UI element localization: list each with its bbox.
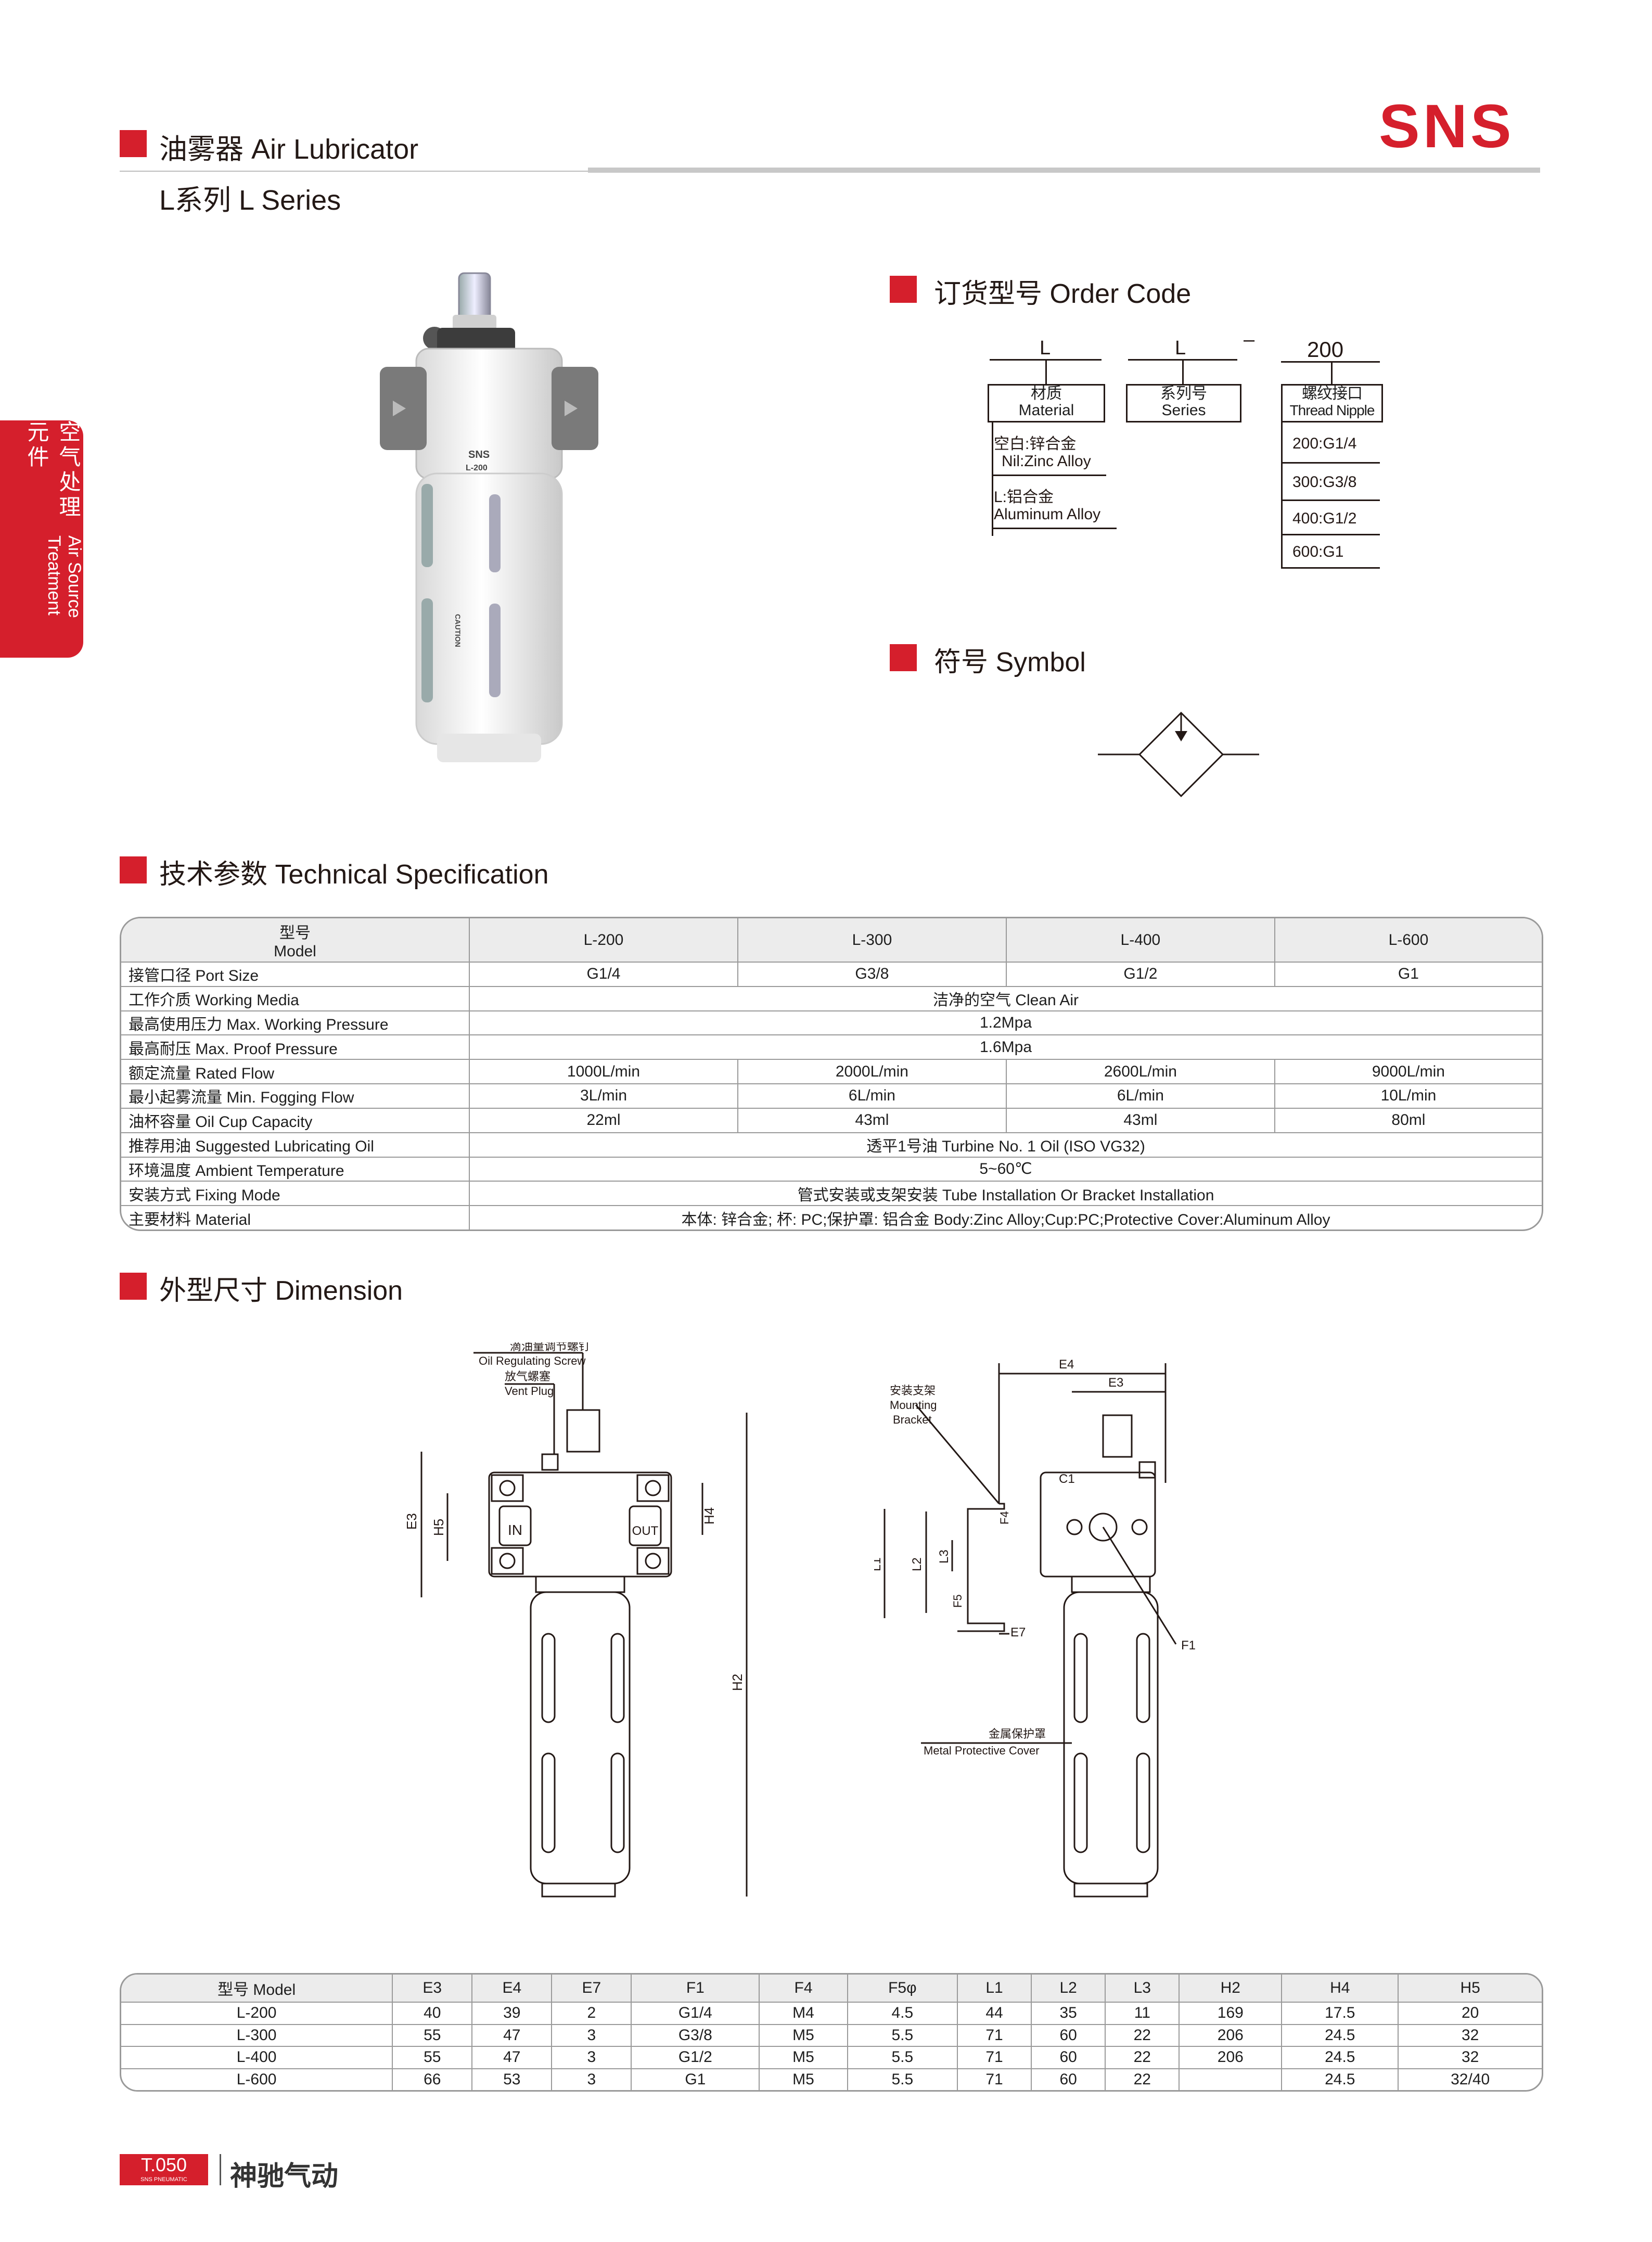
callout-bracket-cn: 安装支架	[890, 1384, 936, 1397]
dim-label-f5: F5	[951, 1594, 964, 1608]
table-row: 主要材料 Material 本体: 锌合金; 杯: PC;保护罩: 铝合金 Bo…	[121, 1205, 1542, 1229]
table-row: 安装方式 Fixing Mode 管式安装或支架安装 Tube Installa…	[121, 1181, 1542, 1207]
code-part-material: L	[1040, 337, 1051, 359]
table-row: 额定流量 Rated Flow 1000L/min 2000L/min 2600…	[121, 1059, 1542, 1085]
callout-oil-screw-cn: 滴油量调节螺钉	[510, 1342, 590, 1353]
material-opt-1-cn: 空白:锌合金	[994, 435, 1077, 453]
table-row: 油杯容量 Oil Cup Capacity 22ml 43ml 43ml 80m…	[121, 1107, 1542, 1133]
dim-label-e7: E7	[1010, 1625, 1026, 1639]
dimension-table: 型号 Model E3 E4 E7 F1 F4 F5φ L1 L2 L3 H2 …	[121, 1975, 1542, 2090]
side-tab-en: Air Source Treatment	[44, 535, 84, 618]
order-code-marker	[890, 276, 917, 303]
order-code-heading: 订货型号 Order Code	[934, 279, 1192, 309]
spec-model-col: L-400	[1005, 918, 1275, 963]
out-label: OUT	[632, 1524, 659, 1538]
dim-label-l1: L1	[874, 1557, 883, 1571]
side-tab-cn: 空气处理元件	[24, 420, 81, 520]
callout-cover-cn: 金属保护罩	[989, 1727, 1046, 1740]
callout-vent-cn: 放气螺塞	[505, 1370, 550, 1383]
table-row: 最小起雾流量 Min. Fogging Flow 3L/min 6L/min 6…	[121, 1083, 1542, 1109]
dim-label-f4: F4	[998, 1511, 1011, 1524]
callout-bracket-en2: Bracket	[893, 1413, 932, 1426]
dim-label-e4: E4	[1059, 1357, 1074, 1372]
spec-marker	[120, 856, 147, 883]
thread-opt-300: 300:G3/8	[1292, 473, 1357, 491]
spec-model-col: L-300	[737, 918, 1007, 963]
dimension-heading: 外型尺寸 Dimension	[159, 1276, 403, 1306]
spec-model-col: L-200	[469, 918, 738, 963]
dim-label-c1: C1	[1059, 1472, 1075, 1486]
lubricator-symbol-icon	[1098, 711, 1259, 798]
header-rule-thick	[588, 168, 1540, 173]
material-opt-2-en: Aluminum Alloy	[994, 506, 1101, 523]
callout-vent-en: Vent Plug	[505, 1385, 554, 1398]
code-line-3	[1281, 361, 1380, 363]
dim-label-h5: H5	[431, 1519, 446, 1536]
material-opt-1-en: Nil:Zinc Alloy	[1002, 453, 1091, 470]
page-subtitle: L系列 L Series	[159, 185, 341, 216]
code-part-series: L	[1175, 337, 1186, 359]
spec-model-col: L-600	[1274, 918, 1542, 963]
dim-label-l3: L3	[937, 1549, 951, 1564]
dim-label-e3: E3	[406, 1513, 419, 1530]
title-marker	[120, 130, 147, 157]
code-part-thread: 200	[1307, 337, 1344, 362]
thread-opt-600: 600:G1	[1292, 543, 1344, 560]
table-row: 推荐用油 Suggested Lubricating Oil 透平1号油 Tur…	[121, 1132, 1542, 1158]
product-brand-text: SNS	[468, 449, 490, 460]
page-title: 油雾器 Air Lubricator	[159, 134, 419, 165]
table-row: 工作介质 Working Media 洁净的空气 Clean Air	[121, 985, 1542, 1011]
company-name: 神驰气动	[230, 2161, 339, 2192]
callout-bracket-en1: Mounting	[890, 1399, 937, 1412]
dimension-marker	[120, 1273, 147, 1300]
material-opt-2-cn: L:铝合金	[994, 489, 1054, 506]
dim-label-h4: H4	[701, 1507, 717, 1524]
code-separator: –	[1244, 329, 1255, 351]
table-row: 最高使用压力 Max. Working Pressure 1.2Mpa	[121, 1010, 1542, 1036]
callout-cover-en: Metal Protective Cover	[924, 1744, 1040, 1757]
product-model-text: L-200	[466, 464, 488, 472]
dim-label-h2: H2	[729, 1674, 745, 1691]
dimension-drawing-side: E4 E3 C1 L1 L2 L3 F4 F5 E7 F1 安装支架 Mount…	[874, 1357, 1196, 1898]
dimension-table-frame: 型号 Model E3 E4 E7 F1 F4 F5φ L1 L2 L3 H2 …	[120, 1973, 1543, 2092]
dim-label-l2: L2	[910, 1557, 924, 1571]
table-row: 最高耐压 Max. Proof Pressure 1.6Mpa	[121, 1034, 1542, 1060]
product-caution-text: CAUTION	[454, 614, 462, 647]
table-row: 环境温度 Ambient Temperature 5~60℃	[121, 1156, 1542, 1182]
symbol-heading: 符号 Symbol	[934, 647, 1086, 677]
page-number-sub: SNS PNEUMATIC	[140, 2176, 187, 2183]
symbol-marker	[890, 644, 917, 671]
side-tab: 空气处理元件 Air Source Treatment	[0, 420, 84, 658]
dim-label-f1: F1	[1181, 1638, 1196, 1652]
page-number-badge: T.050 SNS PNEUMATIC	[120, 2154, 208, 2185]
callout-oil-screw-en: Oil Regulating Screw	[479, 1354, 586, 1367]
air-lubricator-photo: SNS L-200 CAUTION	[380, 272, 598, 762]
table-row: 接管口径 Port Size G1/4 G3/8 G1/2 G1	[121, 962, 1542, 987]
dim-label-e3-side: E3	[1108, 1376, 1123, 1390]
in-label: IN	[508, 1522, 522, 1538]
sns-logo: SNS	[1379, 92, 1515, 161]
spec-heading: 技术参数 Technical Specification	[159, 860, 549, 890]
footer-divider	[220, 2154, 221, 2185]
thread-opt-400: 400:G1/2	[1292, 510, 1357, 527]
thread-opt-200: 200:G1/4	[1292, 435, 1357, 452]
page-number: T.050	[140, 2154, 187, 2175]
dimension-drawing-front: IN OUT 滴油量调节螺钉 Oil Regulating Screw 放气螺塞…	[406, 1342, 748, 1898]
